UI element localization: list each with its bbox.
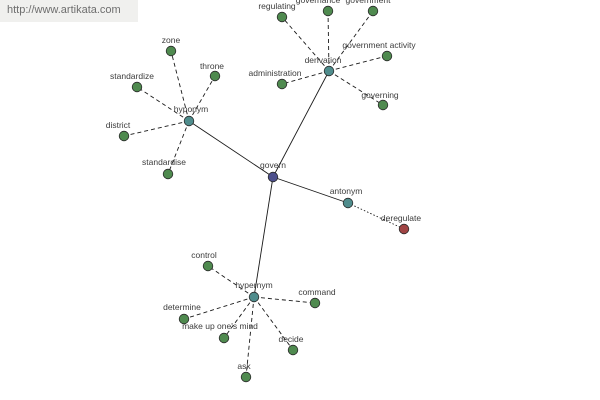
node-word-command[interactable] <box>309 297 321 309</box>
label-word-governing: governing <box>361 90 399 100</box>
node-word-governing[interactable] <box>377 99 389 111</box>
edge-hypernym-decide <box>253 296 294 351</box>
edge-hypernym-determine <box>183 296 255 320</box>
label-word-control: control <box>191 250 217 260</box>
edge-derivation-administration <box>281 70 330 85</box>
edge-hyponym-throne <box>188 75 216 122</box>
label-word-ask: ask <box>237 361 251 371</box>
node-word-standardise[interactable] <box>162 168 174 180</box>
node-word-ask[interactable] <box>240 371 252 383</box>
edge-hyponym-district <box>123 120 190 137</box>
edge-derivation-governing <box>328 70 384 106</box>
edge-derivation-government <box>328 10 374 72</box>
label-word-government-activity: government activity <box>342 40 416 50</box>
node-word-standardize[interactable] <box>131 81 143 93</box>
label-word-administration: administration <box>249 68 302 78</box>
edge-derivation-government-activity <box>328 55 388 72</box>
edge-hyponym-zone <box>170 50 190 122</box>
node-root[interactable] <box>267 171 279 183</box>
label-relation-antonym: antonym <box>330 186 363 196</box>
edge-hypernym-make-up-one-s-mind <box>223 296 255 339</box>
node-word-determine[interactable] <box>178 313 190 325</box>
edge-root-hypernym <box>253 176 274 298</box>
node-word-decide[interactable] <box>287 344 299 356</box>
node-word-zone[interactable] <box>165 45 177 57</box>
label-word-throne: throne <box>200 61 224 71</box>
node-word-deregulate[interactable] <box>398 223 410 235</box>
label-relation-hypernym: hypernym <box>235 280 272 290</box>
nodes-layer <box>118 5 410 383</box>
label-word-standardize: standardize <box>110 71 154 81</box>
label-word-deregulate: deregulate <box>381 213 421 223</box>
node-word-regulating[interactable] <box>276 11 288 23</box>
labels-layer: govern hyponym zone throne standardize distri… <box>106 0 422 371</box>
label-word-government: government <box>346 0 392 5</box>
edge-hypernym-command <box>253 296 316 304</box>
label-word-zone: zone <box>162 35 181 45</box>
node-word-control[interactable] <box>202 260 214 272</box>
watermark: http://www.artikata.com <box>0 0 138 22</box>
edge-hypernym-ask <box>245 296 255 378</box>
node-word-governance[interactable] <box>322 5 334 17</box>
label-relation-hyponym: hyponym <box>174 104 209 114</box>
node-word-throne[interactable] <box>209 70 221 82</box>
edge-hypernym-control <box>207 265 255 298</box>
watermark-link[interactable]: http://www.artikata.com <box>7 4 121 16</box>
label-relation-derivation: derivation <box>305 55 342 65</box>
label-word-governance: governance <box>296 0 341 5</box>
label-word-make-up-one-s-mind: make up one's mind <box>182 321 258 331</box>
edge-root-antonym <box>272 176 349 204</box>
node-relation-hyponym[interactable] <box>183 115 195 127</box>
label-word-decide: decide <box>278 334 303 344</box>
label-word-district: district <box>106 120 131 130</box>
node-word-administration[interactable] <box>276 78 288 90</box>
edge-root-hyponym <box>188 120 274 178</box>
edges-layer <box>123 10 405 378</box>
node-relation-antonym[interactable] <box>342 197 354 209</box>
label-word-standardise: standardise <box>142 157 186 167</box>
node-word-government[interactable] <box>367 5 379 17</box>
label-word-determine: determine <box>163 302 201 312</box>
node-relation-derivation[interactable] <box>323 65 335 77</box>
edge-hyponym-standardise <box>167 120 190 175</box>
edge-derivation-governance <box>327 10 330 72</box>
edge-hyponym-standardize <box>136 86 190 122</box>
node-word-make-up-one-s-mind[interactable] <box>218 332 230 344</box>
label-word-regulating: regulating <box>258 1 296 11</box>
edge-root-derivation <box>272 70 330 178</box>
node-word-government-activity[interactable] <box>381 50 393 62</box>
label-word-command: command <box>298 287 336 297</box>
node-word-district[interactable] <box>118 130 130 142</box>
node-relation-hypernym[interactable] <box>248 291 260 303</box>
label-root: govern <box>260 160 286 170</box>
edge-derivation-regulating <box>281 16 330 72</box>
